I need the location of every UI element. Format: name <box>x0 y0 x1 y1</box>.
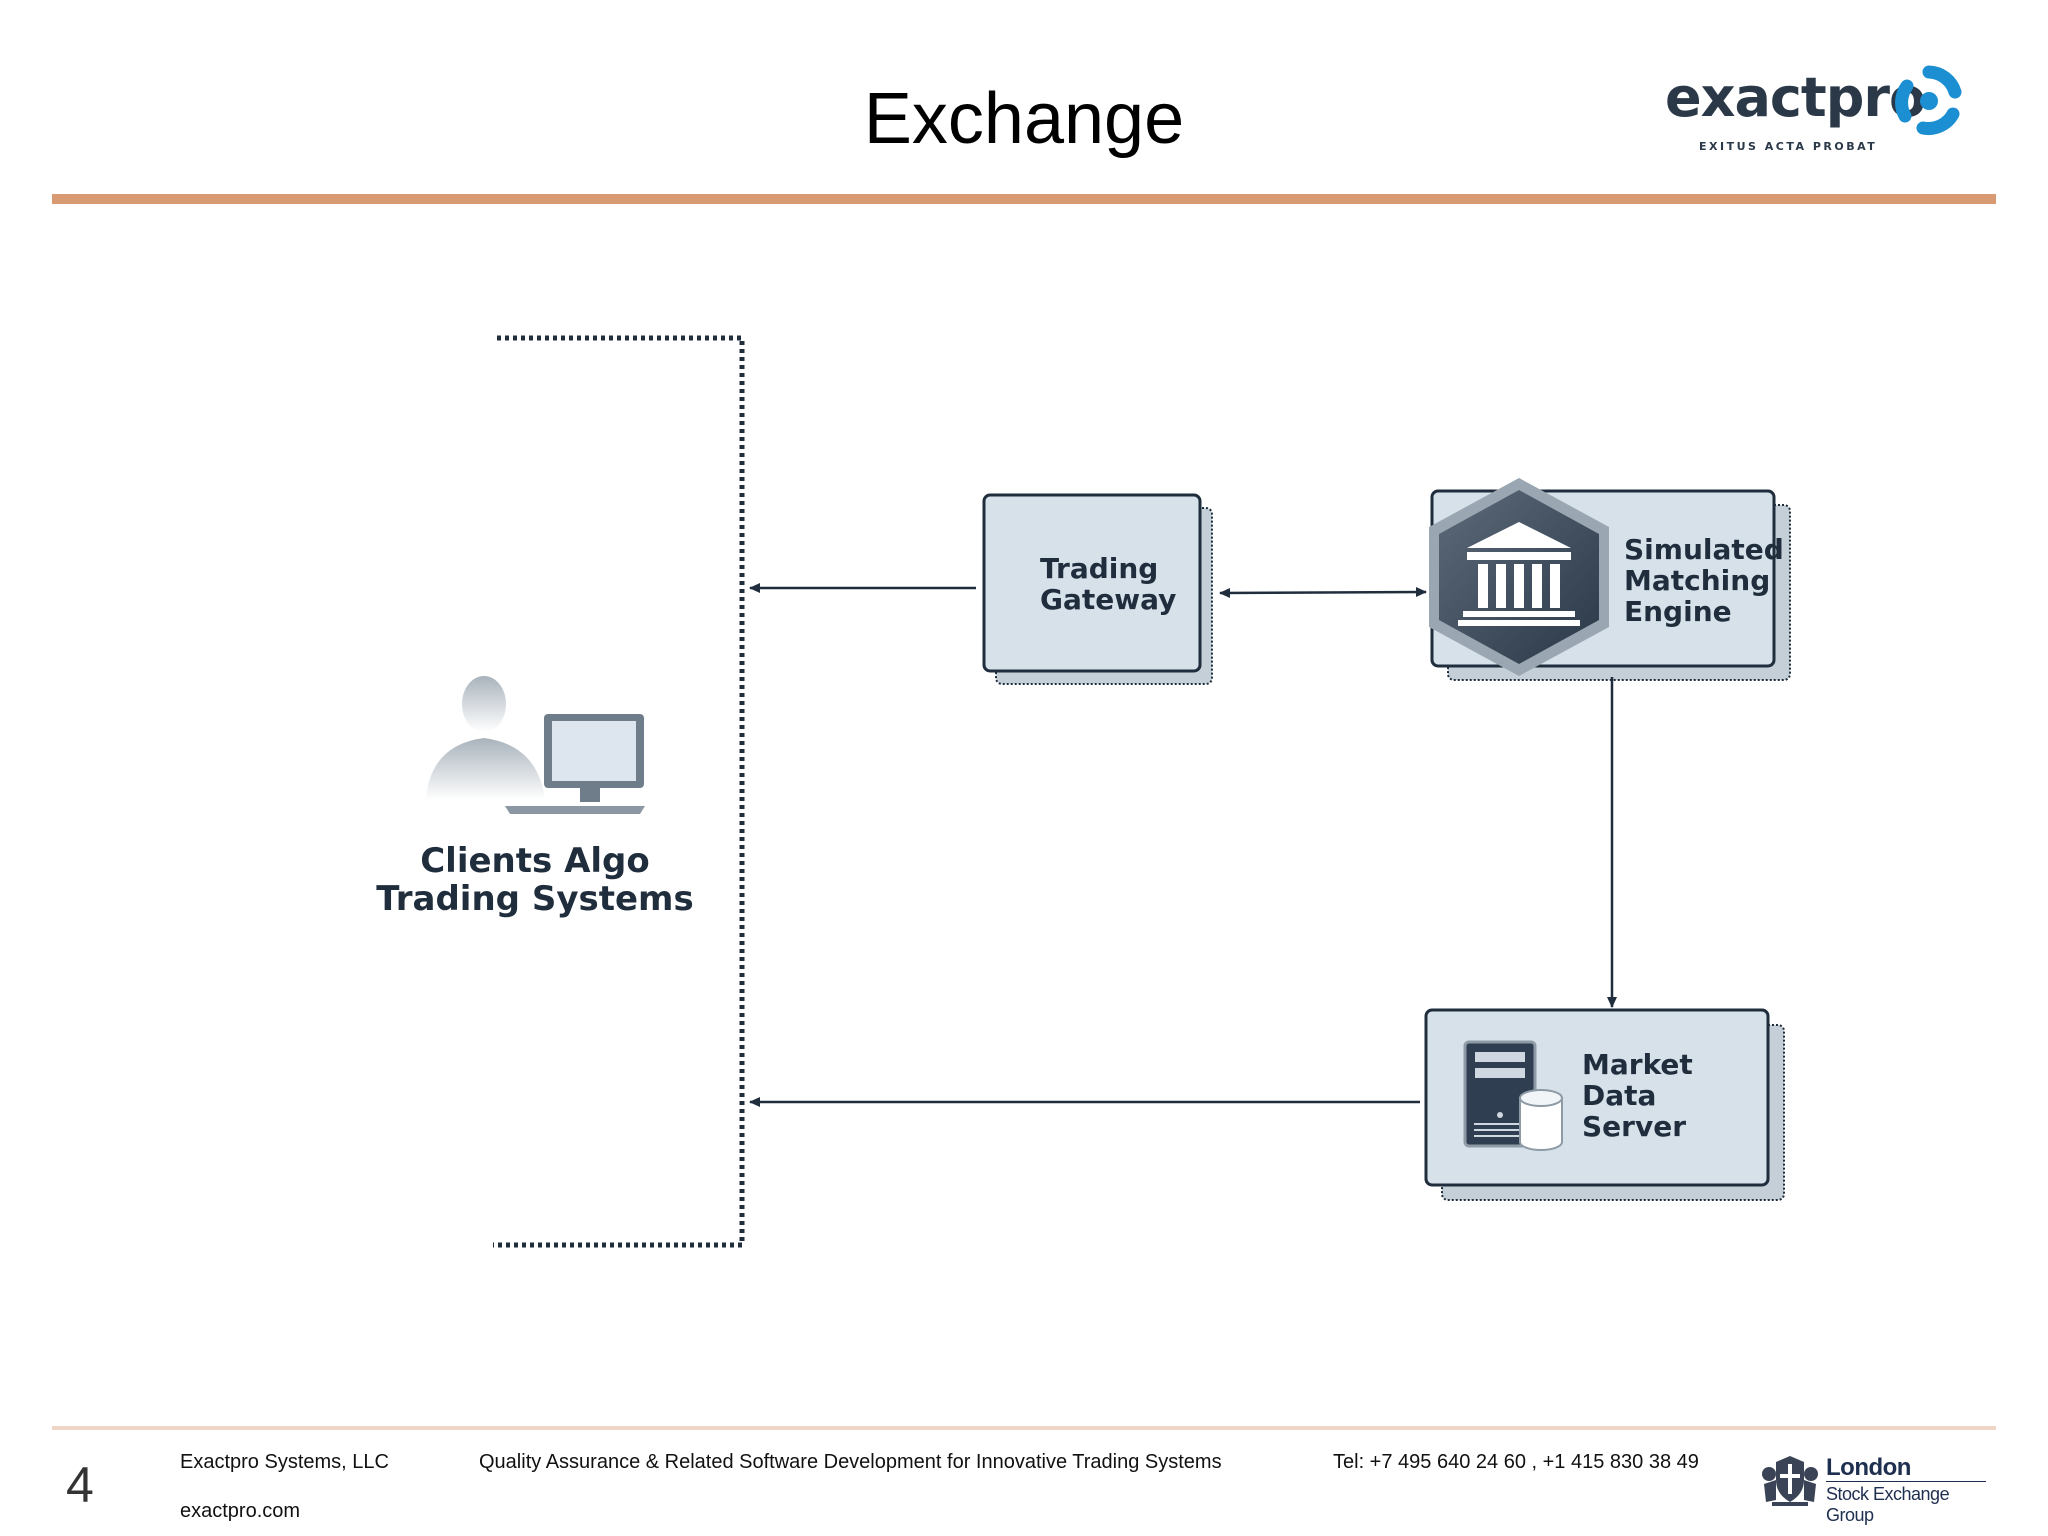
footer-tagline: Quality Assurance & Related Software Dev… <box>479 1451 1222 1473</box>
exchange-diagram <box>426 335 1791 1248</box>
market-data-server-label-line2: Data <box>1582 1079 1657 1112</box>
footer-website[interactable]: exactpro.com <box>180 1500 301 1522</box>
matching-engine-label-line1: Simulated <box>1624 533 1784 566</box>
lseg-logo: London Stock Exchange Group <box>1760 1450 1990 1525</box>
trading-gateway-label-line2: Gateway <box>1040 583 1177 616</box>
clients-boundary-bracket <box>493 335 745 1248</box>
server-database-icon <box>1463 1040 1563 1151</box>
exactpro-mark-icon <box>1895 65 1962 135</box>
header-rule <box>52 194 1996 204</box>
lseg-divider <box>1826 1481 1986 1482</box>
footer-company: Exactpro Systems, LLC <box>180 1451 389 1473</box>
arrow-gateway-engine <box>1219 587 1427 598</box>
footer-rule <box>52 1426 1996 1430</box>
matching-engine-label-line2: Matching <box>1624 564 1771 597</box>
footer-phone: Tel: +7 495 640 24 60 , +1 415 830 38 49 <box>1333 1451 1699 1473</box>
matching-engine-label-line3: Engine <box>1624 595 1732 628</box>
matching-engine-label: Simulated Matching Engine <box>1624 534 1784 627</box>
clients-label-line1: Clients Algo <box>420 841 650 881</box>
market-data-server-label-line1: Market <box>1582 1048 1693 1081</box>
market-data-server-label: Market Data Server <box>1582 1049 1693 1142</box>
trading-gateway-label: Trading Gateway <box>1040 553 1176 615</box>
user-computer-icon <box>426 676 645 814</box>
exactpro-logo: exactpro EXITUS ACTA PROBAT <box>1665 60 1965 160</box>
logo-tagline: EXITUS ACTA PROBAT <box>1699 140 1878 153</box>
market-data-server-label-line3: Server <box>1582 1110 1687 1143</box>
page-number: 4 <box>66 1457 94 1513</box>
lseg-name: London <box>1826 1454 1911 1481</box>
trading-gateway-box <box>982 493 1213 685</box>
lseg-subtitle: Stock Exchange Group <box>1826 1484 1950 1525</box>
clients-label-line2: Trading Systems <box>376 879 694 919</box>
logo-wordmark: exactpro <box>1665 66 1926 129</box>
clients-label: Clients Algo Trading Systems <box>360 842 710 918</box>
slide-title: Exchange <box>863 79 1185 159</box>
coat-of-arms-icon <box>1762 1456 1818 1506</box>
bank-building-icon <box>1429 478 1609 676</box>
trading-gateway-label-line1: Trading <box>1040 552 1159 585</box>
